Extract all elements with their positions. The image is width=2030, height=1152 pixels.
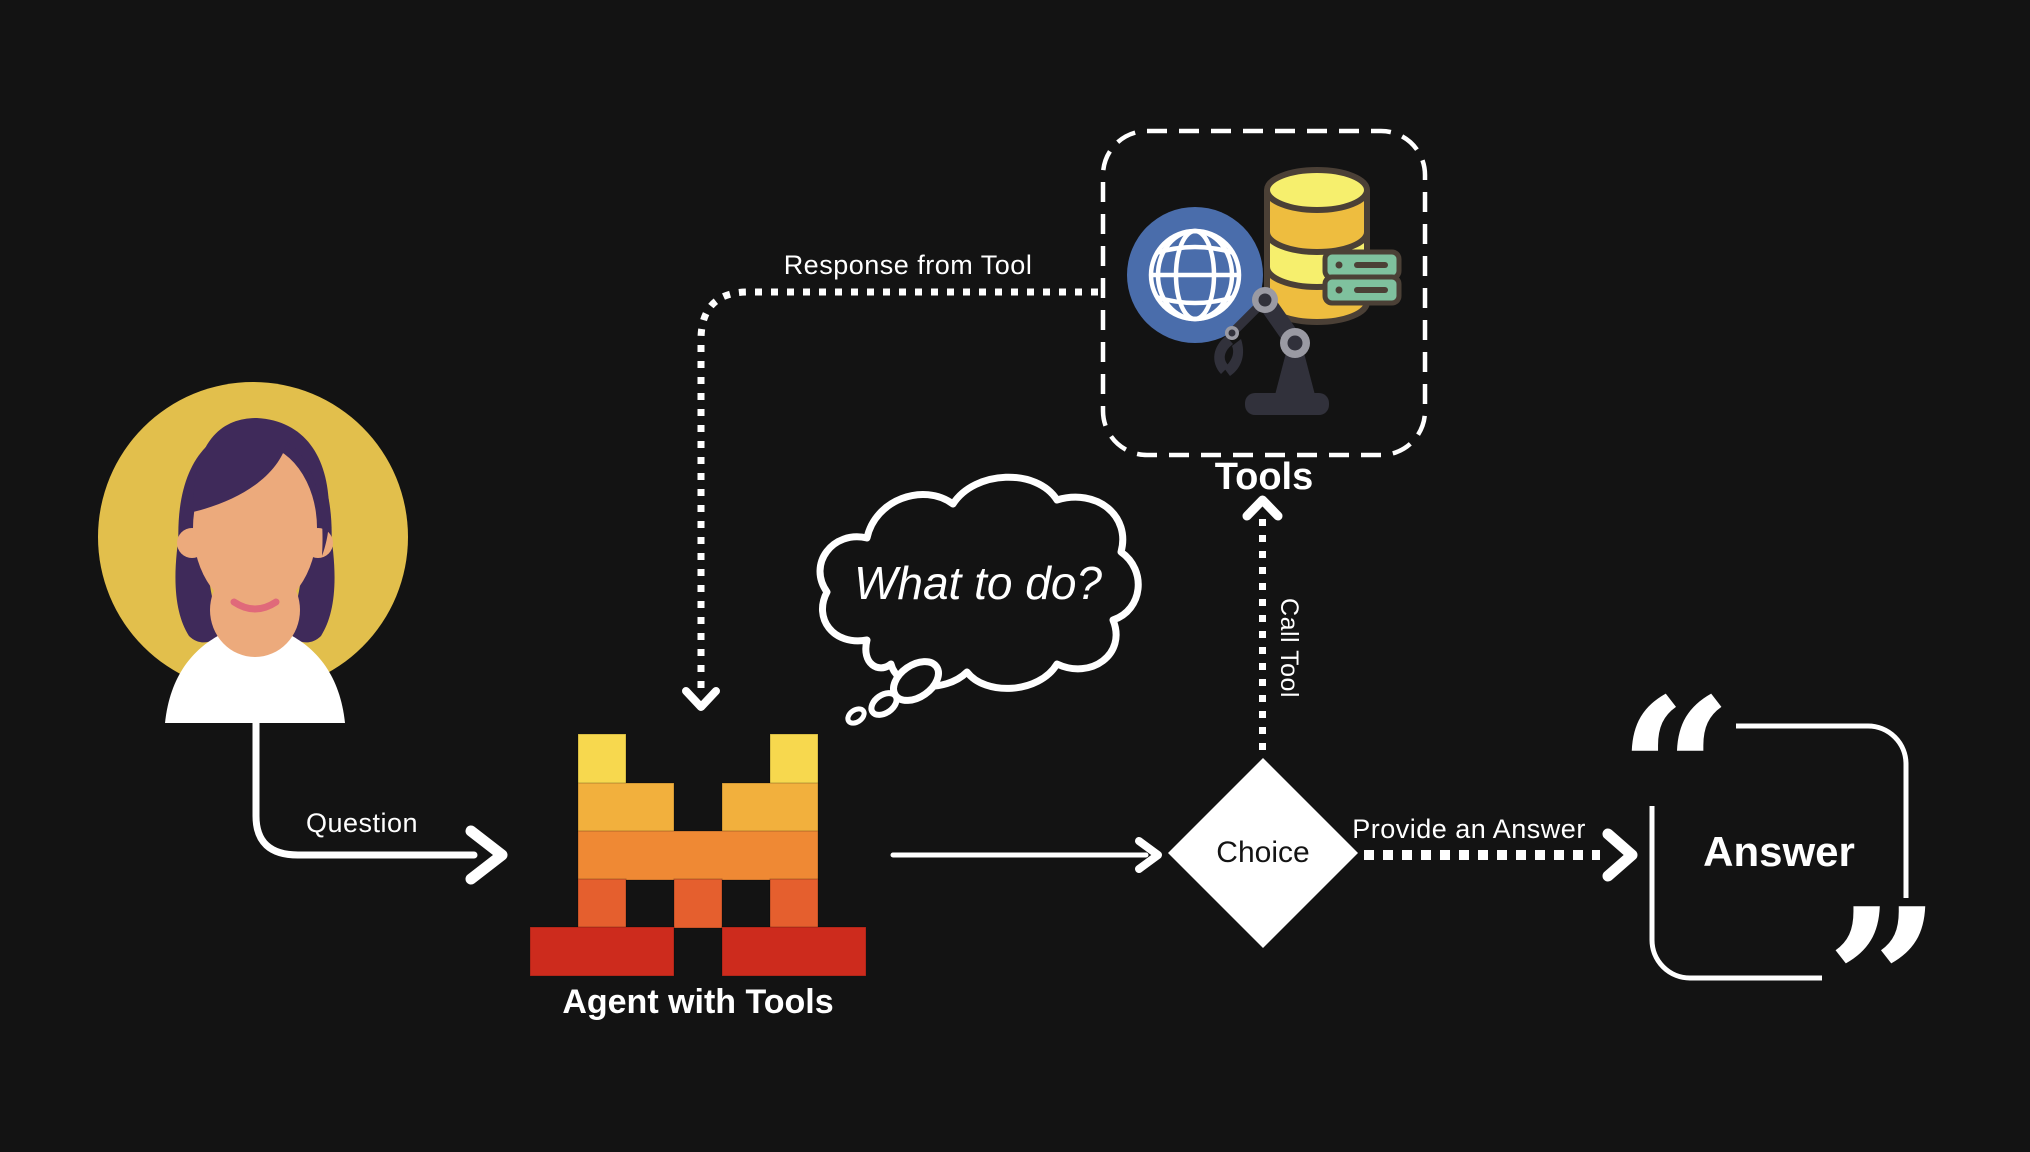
choice-label: Choice [1216,836,1310,869]
response-arrow [682,288,1098,711]
avatar-body [165,628,345,723]
close-quote-icon: ” [1826,865,1941,1100]
question-arrow [252,706,508,885]
server-stack-icon [1322,249,1402,306]
thought-text: What to do? [853,557,1103,609]
question-label: Question [305,808,419,838]
open-quote-icon: “ [1618,655,1733,890]
tools-dashed-border [1100,128,1428,458]
globe-icon [1127,207,1263,343]
thought-bubble [816,473,1142,726]
response-from-tool-label: Response from Tool [783,250,1033,280]
answer-label: Answer [1703,828,1855,875]
thought-cloud [816,473,1142,692]
answer-frame: “ ” [1614,655,1942,1100]
avatar-fringe [193,418,330,556]
user-avatar-icon [98,382,408,723]
call-tool-label: Call Tool [1275,598,1303,698]
agent-blocks-icon [530,734,866,976]
thought-tail [845,658,942,726]
tools-label: Tools [1214,456,1314,498]
provide-an-answer-label: Provide an Answer [1352,814,1586,844]
robot-arm-icon [1214,287,1329,415]
agent-to-choice-arrow [890,837,1162,873]
call-tool-arrow [1242,495,1283,750]
choice-diamond [1168,758,1358,948]
agent-label: Agent with Tools [562,983,834,1021]
provide-answer-arrow [1364,828,1638,882]
tools-box [1100,128,1428,458]
